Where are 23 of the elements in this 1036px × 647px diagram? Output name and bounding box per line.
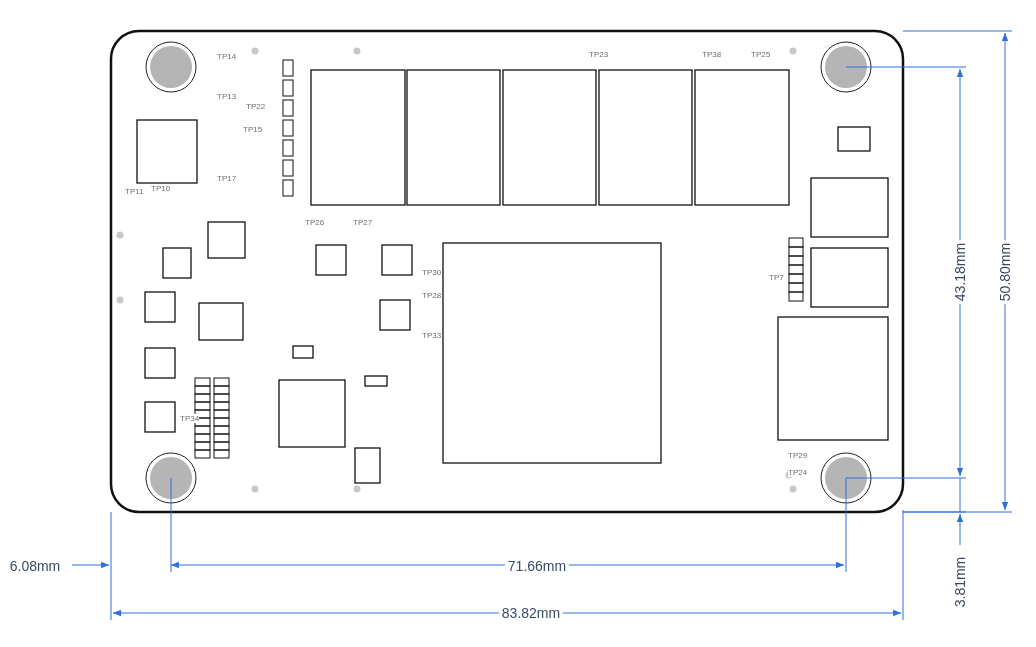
test-point-label: TP38 (702, 50, 722, 59)
test-point-label: TP13 (217, 92, 237, 101)
test-point-label: TP22 (246, 102, 266, 111)
test-point-label: TP7 (769, 273, 784, 282)
test-point-label: TP17 (217, 174, 237, 183)
test-point-label: TP10 (151, 184, 171, 193)
test-point-label: TP11 (125, 187, 144, 196)
test-point-label: TP23 (589, 50, 609, 59)
test-point-label: TP28 (422, 291, 442, 300)
test-point-label: TP25 (751, 50, 771, 59)
test-point-label: TP14 (217, 52, 237, 61)
test-point-label: TP27 (353, 218, 373, 227)
test-point-label: TP33 (422, 331, 442, 340)
test-point-label: TP24 (788, 468, 808, 477)
dimension-label: 43.18mm (952, 239, 968, 305)
test-point-label: TP29 (788, 451, 808, 460)
test-point-label: TP30 (422, 268, 442, 277)
test-point-label: TP26 (305, 218, 325, 227)
dimension-label: 83.82mm (498, 605, 564, 621)
dimension-label: 71.66mm (504, 558, 570, 574)
dimension-label: 50.80mm (997, 239, 1013, 305)
test-point-label: TP34 (180, 414, 200, 423)
test-point-label: TP15 (243, 125, 263, 134)
